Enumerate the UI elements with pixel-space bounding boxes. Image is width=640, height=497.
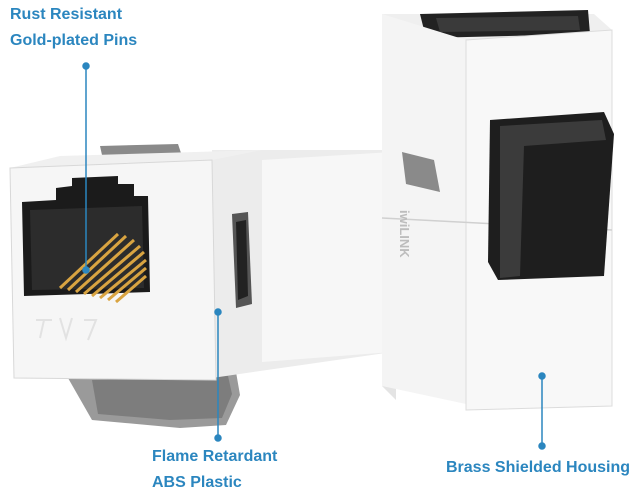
callout-line-1: Flame Retardant: [152, 448, 278, 465]
callout-brass-shielded-housing: Brass Shielded Housing: [446, 455, 630, 481]
callout-abs-plastic: Flame Retardant ABS Plastic: [152, 444, 277, 496]
gold-pins: [58, 232, 147, 304]
leader-dot-plastic-end: [214, 434, 222, 442]
right-keystone-jack: iwiLINK: [381, 10, 614, 411]
callout-line-1: Brass Shielded Housing: [446, 459, 631, 476]
brand-mark: iwiLINK: [397, 210, 412, 258]
callout-line-2: Gold-plated Pins: [10, 32, 138, 49]
callout-line-1: Rust Resistant: [10, 6, 123, 23]
leader-dot-pins-start: [82, 62, 90, 70]
callout-gold-plated-pins: Rust Resistant Gold-plated Pins: [10, 2, 137, 54]
callout-line-2: ABS Plastic: [152, 474, 242, 491]
leader-dot-housing-start: [538, 372, 546, 380]
left-keystone-jack: [9, 144, 392, 428]
leader-dot-housing-end: [538, 442, 546, 450]
leader-dot-plastic-start: [214, 308, 222, 316]
leader-dot-pins-end: [82, 266, 90, 274]
